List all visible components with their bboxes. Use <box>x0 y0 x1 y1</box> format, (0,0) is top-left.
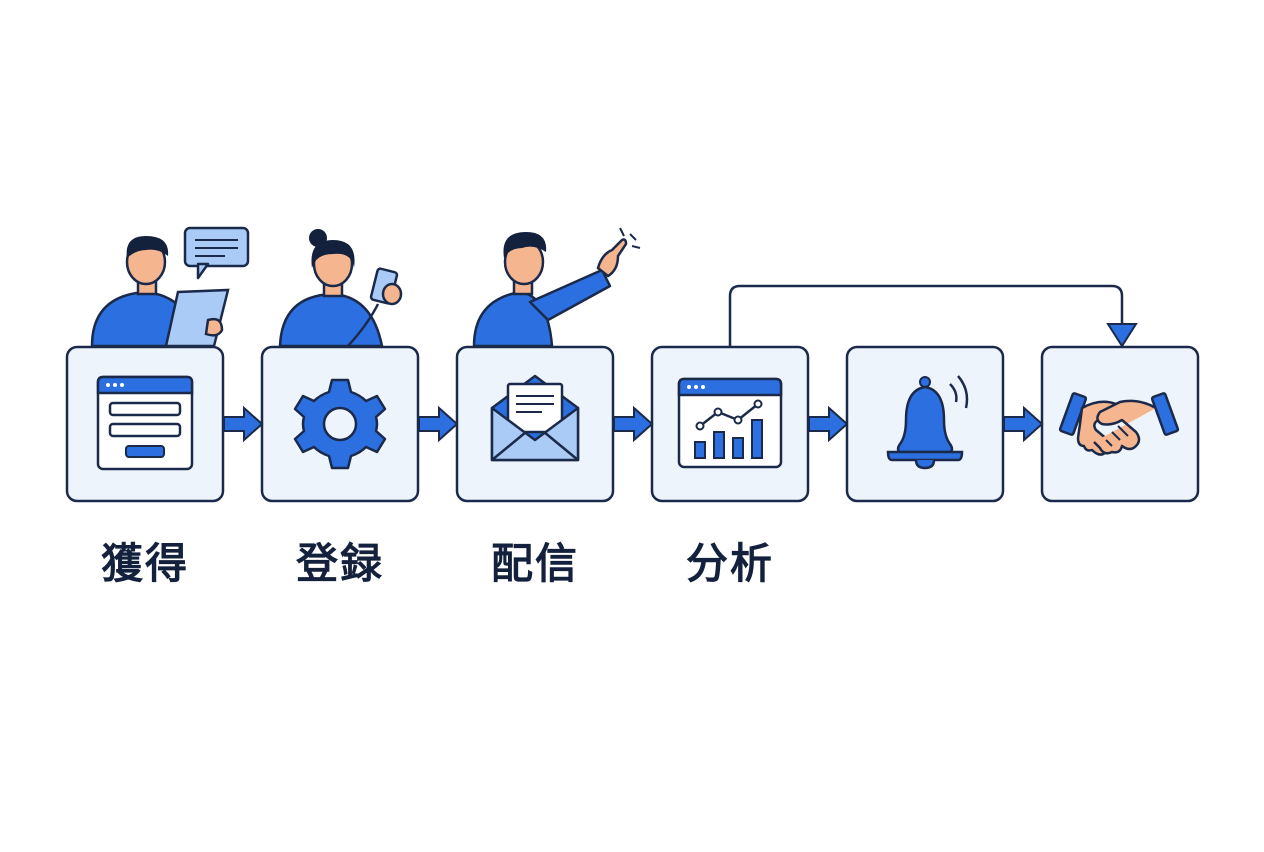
analytics-chart-icon <box>677 377 783 469</box>
loop-connector-arrowhead <box>1106 323 1138 348</box>
step-label-1: 獲得 <box>100 539 189 588</box>
signup-form-icon <box>96 375 194 471</box>
flow-arrow-3 <box>613 405 654 443</box>
person-with-tablet <box>90 226 250 348</box>
flow-arrow-2 <box>418 405 459 443</box>
step-label-3: 配信 <box>490 539 579 588</box>
flow-arrow-5 <box>1003 405 1044 443</box>
bell-icon <box>886 375 969 470</box>
loop-connector-line <box>728 284 1124 346</box>
envelope-icon <box>490 374 580 462</box>
gear-icon <box>293 378 387 470</box>
handshake-icon <box>1058 392 1180 456</box>
step-label-4: 分析 <box>685 539 774 588</box>
step-label-2: 登録 <box>295 539 384 588</box>
person-pointing <box>472 227 641 348</box>
flow-arrow-1 <box>223 405 264 443</box>
person-with-phone <box>278 229 403 348</box>
flow-arrow-4 <box>808 405 849 443</box>
